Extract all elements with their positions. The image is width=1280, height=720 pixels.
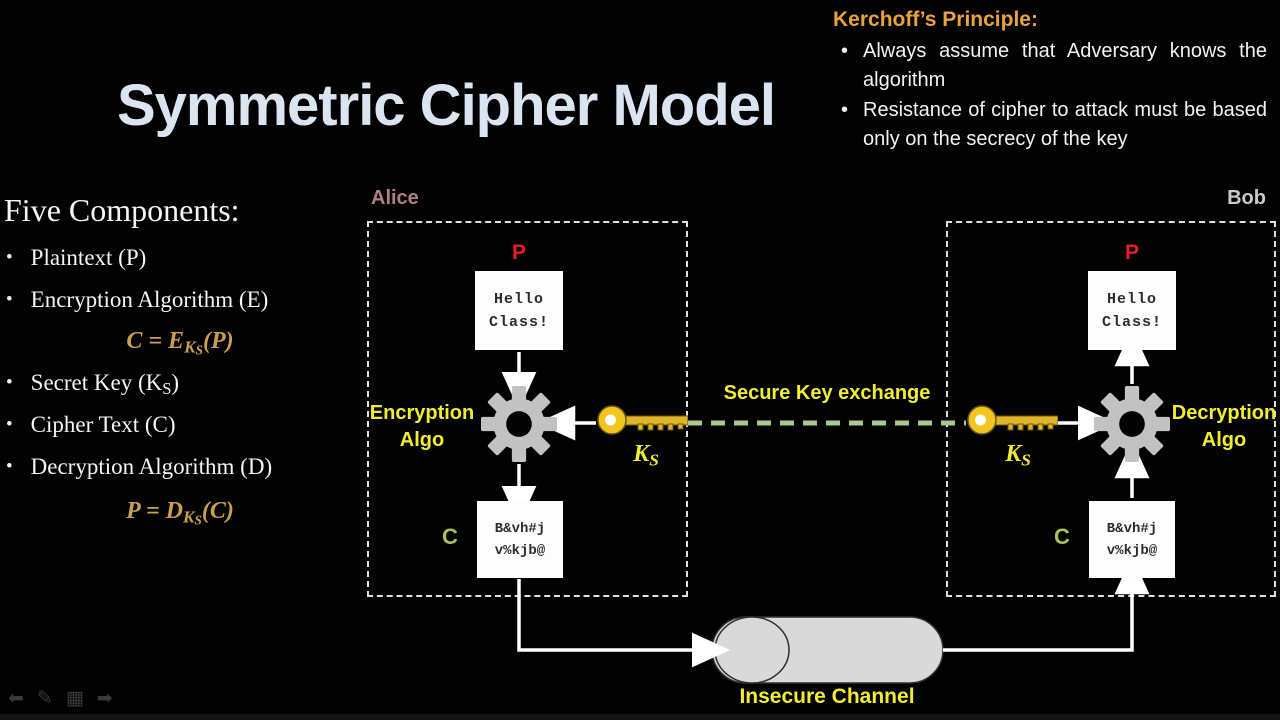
formula-subsubscript: S <box>194 512 202 528</box>
component-cipher-text: Cipher Text (C) <box>6 412 362 438</box>
ciphertext-line: B&vh#j <box>1106 520 1158 537</box>
bob-panel <box>946 221 1276 597</box>
plaintext-line: Hello <box>493 290 544 308</box>
bob-label: Bob <box>1227 187 1266 209</box>
secure-key-exchange-label: Secure Key exchange <box>723 382 931 404</box>
ciphertext-message-box: B&vh#j v%kjb@ <box>477 501 563 578</box>
next-slide-icon[interactable]: ➡ <box>96 687 113 709</box>
key-symbol-text: K <box>633 441 650 467</box>
ciphertext-message-box: B&vh#j v%kjb@ <box>1089 501 1175 578</box>
algo-label-line: Algo <box>399 429 445 451</box>
alice-key-icon <box>597 405 688 435</box>
ciphertext-c-label: C <box>442 524 458 549</box>
arrow-ciphertext-to-channel <box>517 579 731 668</box>
plaintext-message-box: Hello Class! <box>1088 271 1176 350</box>
decryption-formula: P = DKS(C) <box>100 498 260 529</box>
encryption-formula: C = EKS(P) <box>100 328 260 359</box>
alice-panel <box>367 221 688 597</box>
algo-label-line: Decryption <box>1171 402 1277 424</box>
ciphertext-line: B&vh#j <box>494 520 546 537</box>
plaintext-line: Class! <box>1101 313 1162 331</box>
alice-label: Alice <box>371 187 419 209</box>
ciphertext-line: v%kjb@ <box>1106 542 1158 559</box>
formula-subscript: K <box>182 507 195 527</box>
bottom-edge-strip <box>0 714 1280 720</box>
algo-label-line: Encryption <box>369 402 475 424</box>
item-text: Secret Key (K <box>30 370 163 395</box>
algo-label-line: Algo <box>1201 429 1247 451</box>
formula-text: C = E <box>126 328 185 354</box>
encryption-algo-label: Encryption Algo <box>364 400 480 454</box>
key-symbol-subscript: S <box>649 450 659 470</box>
insecure-channel-label: Insecure Channel <box>739 685 915 708</box>
formula-subscript: K <box>184 337 196 357</box>
slide-overview-icon[interactable]: ▦ <box>65 687 84 709</box>
arrow-channel-to-ciphertext <box>943 555 1150 652</box>
kerchoff-principle-block: Kerchoff’s Principle: Always assume that… <box>833 8 1267 155</box>
component-encryption-algorithm: Encryption Algorithm (E) <box>6 287 362 313</box>
bob-key-icon <box>967 405 1058 435</box>
kerchoff-bullet-list: Always assume that Adversary knows the a… <box>833 37 1267 154</box>
pen-tool-icon[interactable]: ✎ <box>36 687 53 709</box>
kerchoff-bullet-1: Always assume that Adversary knows the a… <box>841 37 1267 95</box>
kerchoff-bullet-2: Resistance of cipher to attack must be b… <box>841 96 1267 154</box>
plaintext-p-label: P <box>1124 241 1139 264</box>
slide-title: Symmetric Cipher Model <box>116 73 776 138</box>
alice-key-symbol: KS <box>616 441 676 470</box>
plaintext-line: Hello <box>1106 290 1157 308</box>
presenter-toolbar: ⬅ ✎ ▦ ➡ <box>8 687 113 709</box>
item-text: ) <box>171 370 180 395</box>
kerchoff-heading: Kerchoff’s Principle: <box>833 8 1038 31</box>
ciphertext-c-label: C <box>1054 524 1070 549</box>
component-plaintext: Plaintext (P) <box>6 245 362 271</box>
decryption-algo-label: Decryption Algo <box>1164 400 1280 454</box>
formula-text: (P) <box>202 328 234 354</box>
item-subscript: S <box>162 379 172 399</box>
plaintext-message-box: Hello Class! <box>475 271 563 350</box>
formula-subsubscript: S <box>195 342 203 358</box>
plaintext-p-label: P <box>511 241 526 264</box>
formula-text: P = D <box>126 498 183 524</box>
insecure-channel-shape <box>711 616 944 684</box>
plaintext-line: Class! <box>488 313 549 331</box>
component-secret-key: Secret Key (KS) <box>6 370 362 399</box>
encryption-gear-icon <box>481 386 557 462</box>
key-symbol-subscript: S <box>1021 450 1031 470</box>
component-decryption-algorithm: Decryption Algorithm (D) <box>6 454 362 480</box>
formula-text: (C) <box>201 498 234 524</box>
five-components-heading: Five Components: <box>4 192 240 228</box>
previous-slide-icon[interactable]: ⬅ <box>8 687 24 709</box>
decryption-gear-icon <box>1094 386 1170 462</box>
key-symbol-text: K <box>1005 441 1022 467</box>
ciphertext-line: v%kjb@ <box>494 542 546 559</box>
bob-key-symbol: KS <box>988 441 1048 470</box>
